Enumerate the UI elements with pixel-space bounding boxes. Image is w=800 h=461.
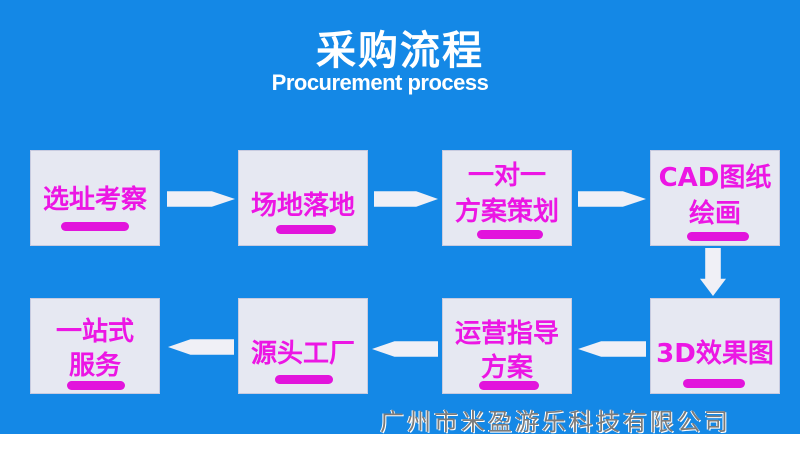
step-label-line1: 一对一 [467, 161, 546, 191]
arrow-right-icon [374, 191, 438, 207]
step-one-stop-service: 一站式 服务 [30, 298, 160, 394]
step-underline [683, 379, 745, 388]
step-underline [687, 232, 749, 241]
step-label: 选址考察 [42, 185, 147, 215]
arrow-right-icon [578, 191, 646, 207]
step-site-inspection: 选址考察 [30, 150, 160, 246]
step-source-factory: 源头工厂 [238, 298, 368, 394]
arrow-right-icon [167, 191, 235, 207]
step-label: 源头工厂 [250, 339, 355, 369]
step-label-line2: 方案 [480, 353, 533, 383]
step-label-line1: 运营指导 [454, 319, 559, 349]
step-3d-rendering: 3D效果图 [650, 298, 780, 394]
step-cad-drawing: CAD图纸 绘画 [650, 150, 780, 246]
arrow-left-icon [168, 339, 234, 355]
step-one-on-one-planning: 一对一 方案策划 [442, 150, 572, 246]
step-label: 场地落地 [250, 191, 355, 221]
step-underline [275, 375, 333, 384]
title-chinese: 采购流程 [316, 28, 484, 74]
company-name: 广州市米盈游乐科技有限公司 [380, 408, 731, 436]
step-underline [477, 230, 543, 239]
step-label: 3D效果图 [656, 339, 774, 369]
step-label-line2: 服务 [68, 351, 121, 381]
arrow-left-icon [578, 341, 646, 357]
step-label-line1: CAD图纸 [658, 163, 772, 193]
step-underline [276, 225, 336, 234]
step-underline [479, 381, 539, 390]
step-underline [61, 222, 129, 231]
step-label-line2: 方案策划 [454, 197, 559, 227]
step-label-line2: 绘画 [688, 199, 741, 229]
step-operation-guidance: 运营指导 方案 [442, 298, 572, 394]
step-underline [67, 381, 125, 390]
arrow-left-icon [372, 341, 438, 357]
title-english: Procurement process [271, 70, 489, 95]
step-site-landing: 场地落地 [238, 150, 368, 246]
step-label-line1: 一站式 [55, 317, 134, 347]
